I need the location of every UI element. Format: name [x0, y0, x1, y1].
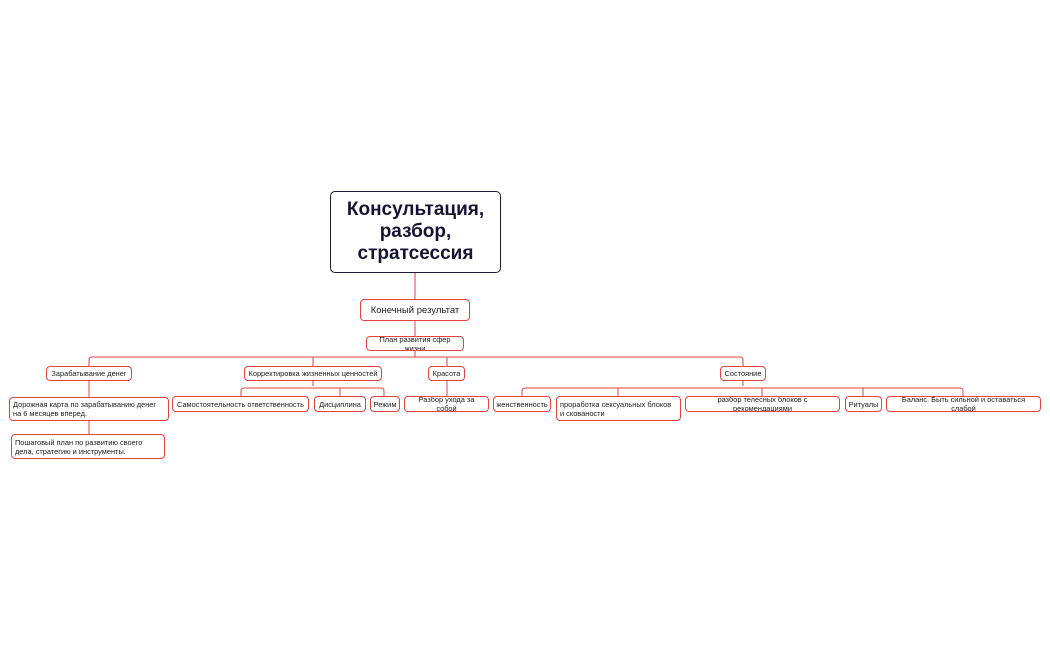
beauty-child-node[interactable]: Разбор ухода за собой [404, 396, 489, 412]
money-roadmap-node[interactable]: Дорожная карта по зарабатыванию денег на… [9, 397, 169, 421]
state-child-node[interactable]: Ритуалы [845, 396, 882, 412]
result-label: Конечный результат [370, 304, 460, 316]
branch-state-label: Состояние [724, 369, 762, 378]
state-child-label: Ритуалы [848, 399, 879, 409]
branch-money-node[interactable]: Зарабатывание денег [46, 366, 132, 381]
state-child-label: женственность [496, 399, 548, 409]
branch-beauty-node[interactable]: Красота [428, 366, 465, 381]
values-child-node[interactable]: Режим [370, 396, 400, 412]
branch-state-node[interactable]: Состояние [720, 366, 766, 381]
money-roadmap-label: Дорожная карта по зарабатыванию денег на… [13, 400, 157, 418]
root-node[interactable]: Консультация, разбор, стратсессия [330, 191, 501, 273]
branch-beauty-label: Красота [432, 369, 461, 378]
state-child-node[interactable]: Баланс. Быть сильной и оставаться слабой [886, 396, 1041, 412]
root-label: Консультация, разбор, стратсессия [346, 199, 485, 264]
values-child-node[interactable]: Самостоятельность ответственность [172, 396, 309, 412]
state-child-node[interactable]: разбор телесных блоков с рекомендациями [685, 396, 840, 412]
beauty-child-label: Разбор ухода за собой [418, 396, 475, 412]
state-child-label: Баланс. Быть сильной и оставаться слабой [901, 396, 1026, 412]
branch-values-node[interactable]: Корректировка жизненных ценностей [244, 366, 382, 381]
state-child-label: проработка сексуальных блоков и скованос… [560, 399, 672, 418]
edge-plan-branches [88, 350, 744, 366]
state-child-node[interactable]: женственность [493, 396, 551, 412]
state-child-label: разбор телесных блоков с рекомендациями [717, 396, 808, 412]
plan-label: План развития сфер жизни [379, 336, 451, 351]
state-child-node[interactable]: проработка сексуальных блоков и скованос… [556, 396, 681, 421]
values-child-node[interactable]: Дисциплина [314, 396, 366, 412]
result-node[interactable]: Конечный результат [360, 299, 470, 321]
money-stepplan-label: Пошаговый план по развитию своего дела, … [15, 437, 143, 456]
edge-values-children [240, 380, 385, 396]
money-stepplan-node[interactable]: Пошаговый план по развитию своего дела, … [11, 434, 165, 459]
plan-node[interactable]: План развития сфер жизни [366, 336, 464, 351]
values-child-label: Самостоятельность ответственность [177, 399, 304, 409]
values-child-label: Режим [373, 399, 397, 409]
branch-money-label: Зарабатывание денег [51, 369, 127, 378]
branch-values-label: Корректировка жизненных ценностей [248, 369, 378, 378]
values-child-label: Дисциплина [319, 399, 361, 409]
edge-state-children [521, 380, 964, 396]
